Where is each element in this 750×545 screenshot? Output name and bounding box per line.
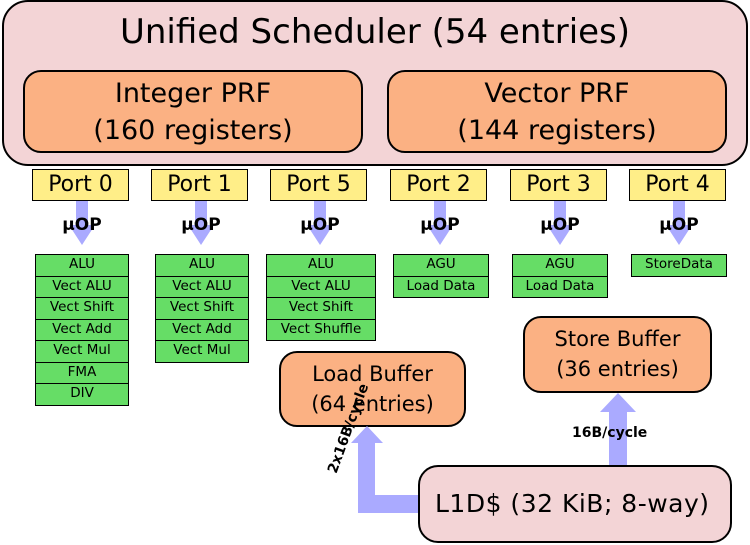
- unit-load-data: Load Data: [512, 275, 608, 298]
- unit-fma: FMA: [35, 361, 129, 384]
- port-3: Port 3: [510, 169, 607, 201]
- port-2-arrow-icon: [427, 201, 453, 245]
- unit-vect-mul: Vect Mul: [155, 340, 249, 363]
- port-1: Port 1: [151, 169, 248, 201]
- port-4-uop-label: μOP: [659, 215, 699, 235]
- port-0-arrow-icon: [69, 201, 95, 245]
- unit-alu: ALU: [35, 254, 129, 277]
- unit-alu: ALU: [266, 254, 376, 277]
- port-4-arrow-icon: [666, 201, 692, 245]
- unit-vect-shift: Vect Shift: [35, 297, 129, 320]
- unit-vect-shift: Vect Shift: [266, 297, 376, 320]
- port-0: Port 0: [32, 169, 129, 201]
- l1d-cache: L1D$ (32 KiB; 8-way): [418, 465, 732, 543]
- unit-vect-alu: Vect ALU: [35, 275, 129, 298]
- port-2: Port 2: [390, 169, 487, 201]
- port-5-uop-label: μOP: [300, 215, 340, 235]
- unit-alu: ALU: [155, 254, 249, 277]
- port-5: Port 5: [270, 169, 367, 201]
- port-0-units: ALU Vect ALU Vect Shift Vect Add Vect Mu…: [35, 254, 129, 406]
- integer-prf: Integer PRF (160 registers): [23, 70, 363, 153]
- unit-div: DIV: [35, 383, 129, 406]
- unit-agu: AGU: [512, 254, 608, 277]
- port-4-units: StoreData: [631, 254, 727, 277]
- port-1-arrow-icon: [188, 201, 214, 245]
- load-buffer-count: (64 entries): [311, 392, 434, 416]
- unit-store-data: StoreData: [631, 254, 727, 277]
- unit-agu: AGU: [393, 254, 489, 277]
- port-1-units: ALU Vect ALU Vect Shift Vect Add Vect Mu…: [155, 254, 249, 363]
- unit-vect-add: Vect Add: [35, 318, 129, 341]
- store-buffer-count: (36 entries): [556, 357, 679, 381]
- store-bandwidth-label: 16B/cycle: [572, 425, 648, 441]
- port-2-units: AGU Load Data: [393, 254, 489, 298]
- store-buffer: Store Buffer (36 entries): [523, 316, 712, 393]
- store-buffer-name: Store Buffer: [554, 327, 681, 351]
- scheduler-title: Unified Scheduler (54 entries): [119, 12, 631, 52]
- unit-load-data: Load Data: [393, 275, 489, 298]
- port-3-units: AGU Load Data: [512, 254, 608, 298]
- unit-vect-alu: Vect ALU: [155, 275, 249, 298]
- load-buffer: Load Buffer (64 entries): [279, 351, 466, 427]
- unit-vect-mul: Vect Mul: [35, 340, 129, 363]
- port-3-arrow-icon: [547, 201, 573, 245]
- integer-prf-name: Integer PRF: [114, 78, 272, 109]
- port-4: Port 4: [629, 169, 726, 201]
- store-path-arrow-icon: [600, 393, 636, 466]
- port-0-uop-label: μOP: [62, 215, 102, 235]
- unit-vect-alu: Vect ALU: [266, 275, 376, 298]
- unit-vect-shift: Vect Shift: [155, 297, 249, 320]
- port-3-uop-label: μOP: [540, 215, 580, 235]
- load-buffer-name: Load Buffer: [312, 362, 433, 386]
- load-path-arrow-icon: [351, 426, 420, 513]
- port-2-uop-label: μOP: [420, 215, 460, 235]
- port-5-units: ALU Vect ALU Vect Shift Vect Shuffle: [266, 254, 376, 341]
- vector-prf-count: (144 registers): [457, 115, 657, 146]
- integer-prf-count: (160 registers): [93, 115, 293, 146]
- vector-prf-name: Vector PRF: [484, 78, 630, 109]
- unit-vect-add: Vect Add: [155, 318, 249, 341]
- vector-prf: Vector PRF (144 registers): [387, 70, 727, 153]
- unit-vect-shuffle: Vect Shuffle: [266, 318, 376, 341]
- port-5-arrow-icon: [307, 201, 333, 245]
- port-1-uop-label: μOP: [181, 215, 221, 235]
